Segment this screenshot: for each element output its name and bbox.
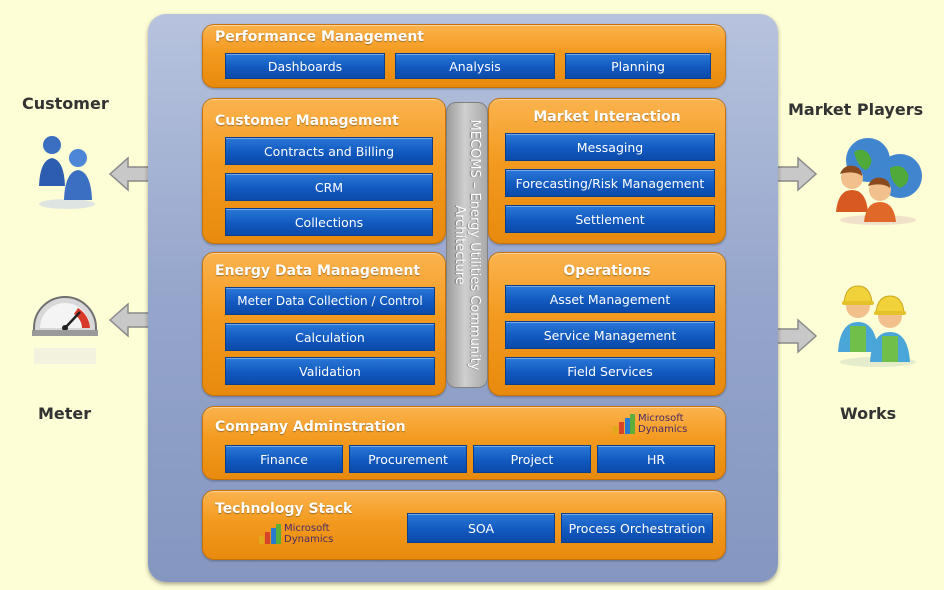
customer-management-module: Customer Management Contracts and Billin…: [202, 98, 446, 244]
dashboards-button[interactable]: Dashboards: [225, 53, 385, 79]
microsoft-text: Microsoft: [284, 523, 330, 534]
analysis-button[interactable]: Analysis: [395, 53, 555, 79]
market-interaction-module: Market Interaction Messaging Forecasting…: [488, 98, 726, 244]
works-icon: [830, 272, 926, 372]
energy-data-management-title: Energy Data Management: [215, 263, 421, 279]
messaging-button[interactable]: Messaging: [505, 133, 715, 161]
procurement-button[interactable]: Procurement: [349, 445, 467, 473]
finance-button[interactable]: Finance: [225, 445, 343, 473]
collections-button[interactable]: Collections: [225, 208, 433, 236]
planning-button[interactable]: Planning: [565, 53, 711, 79]
soa-button[interactable]: SOA: [407, 513, 555, 543]
company-administration-module: Company Adminstration Microsoft Dynamics…: [202, 406, 726, 480]
market-interaction-title: Market Interaction: [533, 109, 681, 125]
community-architecture-text: MECOMS – Energy Utilities Community Arch…: [452, 119, 482, 371]
performance-management-module: Performance Management Dashboards Analys…: [202, 24, 726, 88]
operations-module: Operations Asset Management Service Mana…: [488, 252, 726, 396]
customer-label: Customer: [22, 94, 109, 113]
settlement-button[interactable]: Settlement: [505, 205, 715, 233]
company-administration-title: Company Adminstration: [215, 419, 406, 435]
service-management-button[interactable]: Service Management: [505, 321, 715, 349]
technology-stack-title: Technology Stack: [215, 501, 353, 517]
meter-data-collection-control-button[interactable]: Meter Data Collection / Control: [225, 287, 435, 315]
energy-data-management-module: Energy Data Management Meter Data Collec…: [202, 252, 446, 396]
microsoft-text: Microsoft: [638, 413, 684, 424]
operations-title: Operations: [563, 263, 651, 279]
contracts-and-billing-button[interactable]: Contracts and Billing: [225, 137, 433, 165]
project-button[interactable]: Project: [473, 445, 591, 473]
customer-icon: [34, 130, 100, 214]
microsoft-dynamics-logo-stack: Microsoft Dynamics: [259, 523, 333, 545]
dynamics-text: Dynamics: [284, 534, 334, 545]
forecasting-risk-management-button[interactable]: Forecasting/Risk Management: [505, 169, 715, 197]
works-label: Works: [840, 404, 897, 423]
microsoft-dynamics-icon: [259, 524, 281, 544]
field-services-button[interactable]: Field Services: [505, 357, 715, 385]
community-architecture-bar: MECOMS – Energy Utilities Community Arch…: [446, 102, 488, 388]
customer-management-title: Customer Management: [215, 113, 399, 129]
microsoft-dynamics-icon: [613, 414, 635, 434]
microsoft-dynamics-logo: Microsoft Dynamics: [613, 413, 687, 435]
market-players-icon: [830, 130, 926, 230]
asset-management-button[interactable]: Asset Management: [505, 285, 715, 313]
hr-button[interactable]: HR: [597, 445, 715, 473]
market-players-label: Market Players: [788, 100, 924, 119]
technology-stack-module: Technology Stack Microsoft Dynamics SOA …: [202, 490, 726, 560]
dynamics-text: Dynamics: [638, 424, 688, 435]
meter-label: Meter: [38, 404, 92, 423]
performance-management-title: Performance Management: [215, 29, 424, 45]
process-orchestration-button[interactable]: Process Orchestration: [561, 513, 713, 543]
meter-icon: [28, 290, 102, 384]
calculation-button[interactable]: Calculation: [225, 323, 435, 351]
validation-button[interactable]: Validation: [225, 357, 435, 385]
crm-button[interactable]: CRM: [225, 173, 433, 201]
